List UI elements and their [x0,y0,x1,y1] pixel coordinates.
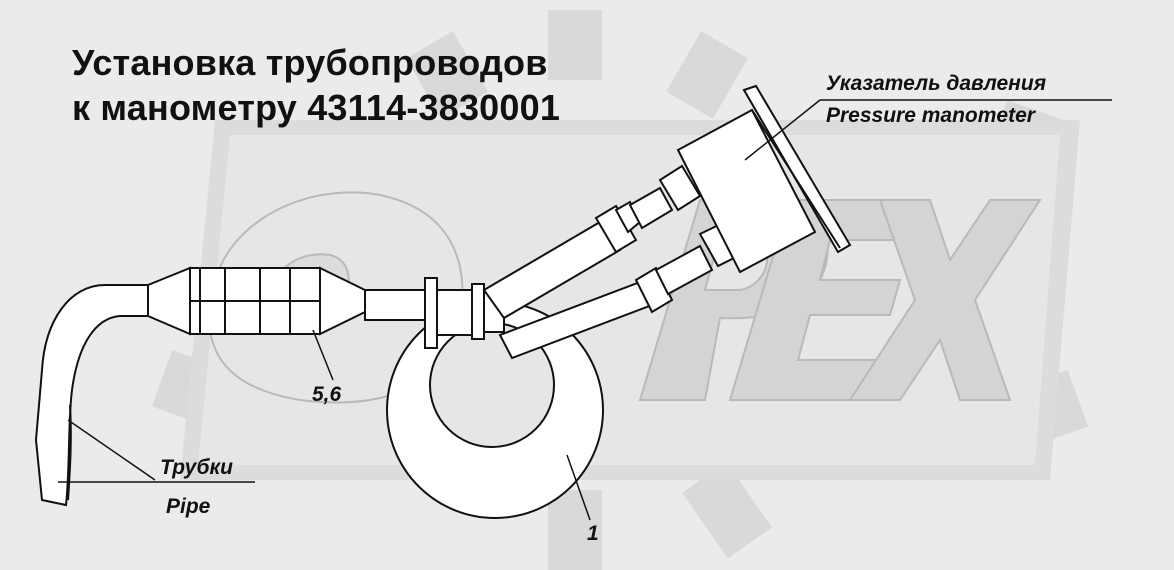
bent-pipe [34,284,149,507]
pipes-label-ru: Трубки [160,456,233,479]
fitting-assembly [147,266,505,349]
page-title: Установка трубопроводов к манометру 4311… [72,40,560,130]
callout-1: 1 [587,522,599,545]
title-line-2: к манометру 43114-3830001 [72,87,561,128]
leader-lines [58,99,1112,521]
ring-part-1 [386,301,604,519]
callout-5-6: 5,6 [312,383,342,406]
tube-upper [482,164,702,320]
gauge-label-en: Pressure manometer [826,104,1035,127]
pipes-label-en: Pipe [166,495,211,518]
gauge-label-ru: Указатель давления [826,72,1047,95]
pressure-gauge [676,84,852,274]
title-line-1: Установка трубопроводов [72,42,548,83]
